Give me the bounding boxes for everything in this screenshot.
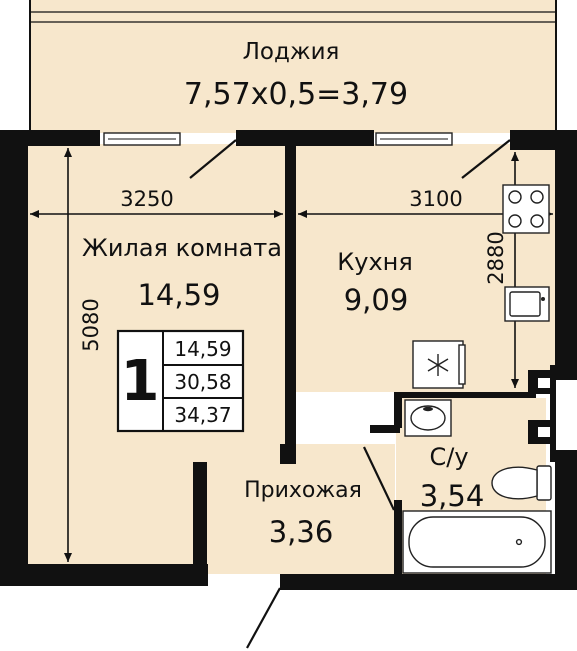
- living-room-area: 14,59: [137, 278, 220, 312]
- wall-right: [555, 140, 577, 365]
- kitchen-name: Кухня: [337, 248, 413, 276]
- summary-total-area: 30,58: [174, 370, 231, 394]
- toilet-icon: [491, 465, 552, 501]
- hallway-area: 3,36: [269, 515, 334, 549]
- hallway-name: Прихожая: [244, 478, 362, 503]
- dimension-labels: 3250 3100 5080 2880: [79, 187, 508, 352]
- wall-hall-left: [193, 462, 207, 586]
- bathroom-name: С/у: [429, 443, 468, 471]
- loggia-floor: [30, 0, 557, 133]
- summary-rooms-count: 1: [121, 349, 160, 414]
- hallway-floor: [205, 444, 395, 574]
- living-room-name: Жилая комната: [82, 234, 282, 262]
- wall-bath-left: [394, 392, 402, 428]
- wall-bath-left-lower: [394, 500, 402, 576]
- wall-top-mid: [236, 130, 374, 146]
- walls: [0, 130, 577, 590]
- room-labels: Лоджия 7,57x0,5=3,79 Жилая комната 14,59…: [82, 39, 484, 549]
- wall-living-bottom: [0, 564, 208, 586]
- shaft-void: [556, 380, 577, 450]
- loggia-formula: 7,57x0,5=3,79: [184, 77, 408, 112]
- vent-shaft-upper-void: [538, 378, 550, 388]
- wall-left: [0, 130, 28, 585]
- washbasin-icon: [404, 399, 452, 437]
- wall-bottom-right: [280, 574, 577, 590]
- summary-living-area: 14,59: [174, 337, 231, 361]
- door-icon: [189, 139, 511, 649]
- dim-kitchen-height: 2880: [484, 231, 508, 284]
- summary-total-with-loggia: 34,37: [174, 403, 231, 427]
- wall-partition-living-kitchen: [285, 140, 296, 450]
- loggia-outline: [29, 0, 557, 135]
- vent-shaft-lower-void: [538, 427, 550, 437]
- dim-living-width: 3250: [120, 187, 173, 211]
- kitchen-area: 9,09: [344, 283, 409, 317]
- wall-right-lower: [555, 462, 577, 574]
- kitchen-floor-right: [528, 144, 558, 374]
- kitchen-sink-icon: [504, 286, 550, 322]
- area-summary-table: 1 14,59 30,58 34,37: [116, 329, 245, 433]
- wall-bath-top: [396, 392, 536, 398]
- window-icon: [103, 132, 453, 146]
- dim-living-height: 5080: [79, 298, 103, 351]
- dim-kitchen-width: 3100: [409, 187, 462, 211]
- wall-partition-stub: [280, 444, 296, 464]
- fridge-icon: [412, 340, 466, 389]
- stove-icon: [502, 184, 550, 234]
- bathtub-icon: [402, 510, 552, 574]
- kitchen-floor: [296, 144, 528, 392]
- loggia-name: Лоджия: [243, 39, 340, 65]
- wall-bath-stub: [370, 425, 400, 433]
- bathroom-area: 3,54: [420, 479, 485, 513]
